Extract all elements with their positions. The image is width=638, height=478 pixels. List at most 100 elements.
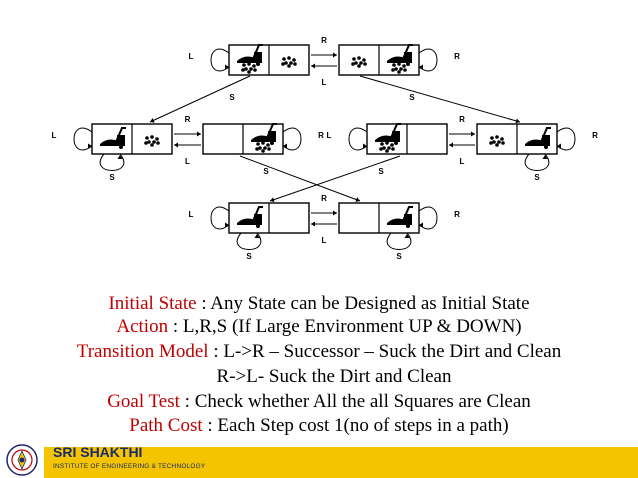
self-loop: [99, 153, 125, 171]
edge-label-left: L: [322, 236, 327, 245]
edge-label-left: L: [327, 131, 332, 140]
transition-edge: [239, 155, 361, 202]
transition-model-label: Transition Model: [76, 341, 209, 362]
state-node: [476, 123, 558, 155]
self-loop: [282, 127, 302, 151]
initial-state-text: : Any State can be Designed as Initial S…: [196, 293, 530, 314]
state-node: [366, 123, 448, 155]
path-cost-line: Path Cost : Each Step cost 1(no of steps…: [0, 415, 638, 437]
edge-label-right: R: [321, 194, 327, 203]
arrow-head: [311, 221, 315, 227]
brand-subtitle: INSTITUTE OF ENGINEERING & TECHNOLOGY: [53, 463, 206, 470]
arrow-head: [225, 222, 229, 228]
edge-label-right: R: [185, 115, 191, 124]
initial-state-line: Initial State : Any State can be Designe…: [0, 293, 638, 315]
footer-brand-bar: [44, 447, 638, 478]
arrow-head: [355, 197, 360, 202]
self-loop: [210, 206, 230, 230]
edge-label-suck: S: [378, 167, 384, 176]
vacuum-icon: [387, 206, 413, 228]
dirt-icon: [241, 62, 257, 74]
arrow-head: [174, 142, 178, 148]
brand-name: SRI SHAKTHI: [53, 444, 143, 460]
arrow-head: [404, 234, 410, 238]
transition-model-text-2: R->L- Suck the Dirt and Clean: [216, 366, 452, 387]
edge-label-left: L: [189, 52, 194, 61]
goal-test-label: Goal Test: [107, 391, 180, 412]
edge-label-suck: S: [263, 167, 269, 176]
footer: SRI SHAKTHI INSTITUTE OF ENGINEERING & T…: [0, 438, 638, 478]
edge-label-left: L: [460, 157, 465, 166]
vacuum-icon: [237, 206, 263, 228]
vacuum-icon: [237, 44, 263, 66]
dirt-icon: [391, 62, 407, 74]
state-node: [338, 44, 420, 76]
goal-test-text: : Check whether All the all Squares are …: [179, 391, 531, 412]
arrow-head: [311, 63, 315, 69]
arrow-head: [88, 143, 92, 149]
self-loop: [418, 206, 438, 230]
dirt-icon: [379, 141, 395, 153]
state-node: [91, 123, 173, 155]
self-loop: [348, 127, 368, 151]
vacuum-icon: [525, 127, 551, 149]
edge-label-suck: S: [109, 173, 115, 182]
self-loop: [236, 232, 262, 250]
college-emblem-icon: [6, 444, 38, 476]
arrow-head: [197, 131, 201, 137]
arrow-head: [333, 52, 337, 58]
self-loop: [556, 127, 576, 151]
arrow-head: [283, 143, 287, 149]
state-node: [338, 202, 420, 234]
edge-label-suck: S: [229, 93, 235, 102]
arrow-head: [254, 234, 260, 238]
dirt-icon: [144, 135, 160, 147]
arrow-head: [515, 118, 520, 124]
arrow-head: [419, 222, 423, 228]
edge-label-right: R: [454, 52, 460, 61]
dirt-icon: [489, 135, 505, 147]
transition-model-text: : L->R – Successor – Suck the Dirt and C…: [208, 341, 562, 362]
edge-label-right: R: [321, 36, 327, 45]
arrow-head: [542, 155, 548, 159]
goal-test-line: Goal Test : Check whether All the all Sq…: [0, 391, 638, 413]
action-label: Action: [116, 316, 169, 337]
transition-model-line: Transition Model : L->R – Successor – Su…: [0, 341, 638, 363]
arrow-head: [419, 64, 423, 70]
state-node: [228, 44, 310, 76]
self-loop: [73, 127, 93, 151]
dirt-icon: [351, 56, 367, 68]
arrow-head: [449, 142, 453, 148]
edge-label-suck: S: [409, 93, 415, 102]
edge-label-suck: S: [396, 252, 402, 261]
edge-label-suck: S: [534, 173, 540, 182]
arrow-head: [270, 197, 275, 203]
arrow-head: [363, 143, 367, 149]
state-node: [202, 123, 284, 155]
edge-label-left: L: [185, 157, 190, 166]
edge-label-right: R: [592, 131, 598, 140]
transition-edge: [269, 155, 401, 202]
vacuum-icon: [251, 123, 277, 145]
edge-label-left: L: [189, 210, 194, 219]
edge-label-right: R: [318, 131, 324, 140]
action-text: : L,R,S (If Large Environment UP & DOWN): [168, 316, 522, 337]
transition-model-line-2: R->L- Suck the Dirt and Clean: [15, 366, 638, 388]
arrow-head: [557, 143, 561, 149]
self-loop: [386, 232, 412, 250]
edge-label-suck: S: [246, 252, 252, 261]
edge-label-left: L: [52, 131, 57, 140]
state-node: [228, 202, 310, 234]
arrow-head: [333, 210, 337, 216]
vacuum-icon: [100, 127, 126, 149]
arrow-head: [225, 64, 229, 70]
arrow-head: [471, 131, 475, 137]
vacuum-icon: [375, 123, 401, 145]
action-line: Action : L,R,S (If Large Environment UP …: [0, 316, 638, 338]
path-cost-text: : Each Step cost 1(no of steps in a path…: [202, 415, 509, 436]
vacuum-icon: [387, 44, 413, 66]
initial-state-label: Initial State: [108, 293, 197, 314]
self-loop: [524, 153, 550, 171]
self-loop: [210, 48, 230, 72]
